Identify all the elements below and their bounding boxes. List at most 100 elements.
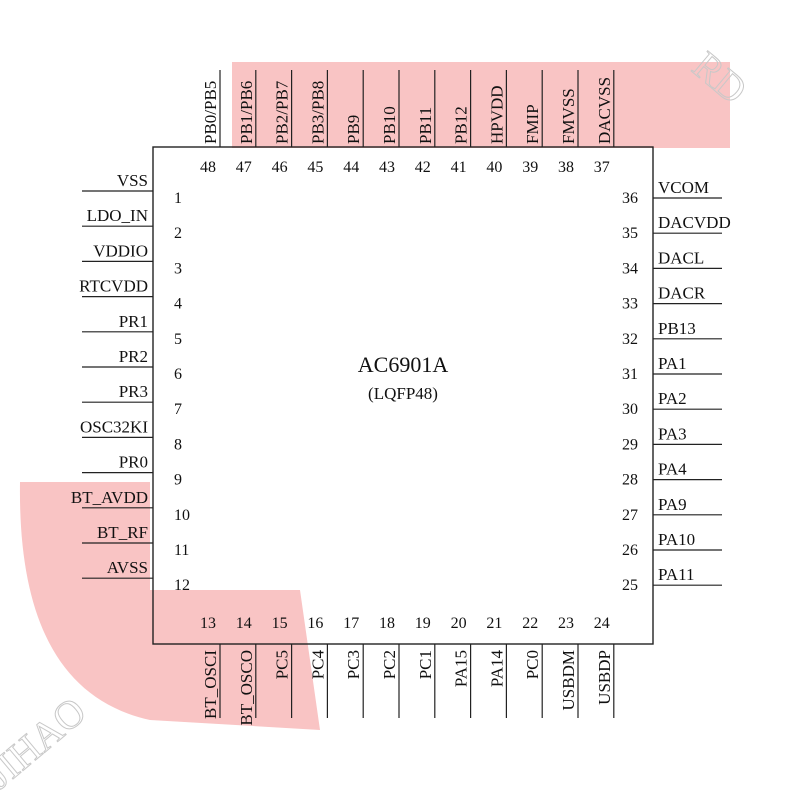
pin-number-28: 28 xyxy=(622,472,638,489)
pin-name-14: BT_OSCO xyxy=(237,650,256,726)
pin-number-6: 6 xyxy=(174,366,182,383)
pin-name-47: PB1/PB6 xyxy=(237,81,256,144)
pin-number-38: 38 xyxy=(558,159,574,176)
pin-number-47: 47 xyxy=(236,159,252,176)
pin-number-43: 43 xyxy=(379,159,395,176)
pin-number-14: 14 xyxy=(236,615,252,632)
pin-number-9: 9 xyxy=(174,472,182,489)
watermark-text-bottom: JIHAO xyxy=(0,688,94,797)
pin-name-40: HPVDD xyxy=(487,85,506,144)
pin-number-3: 3 xyxy=(174,260,182,277)
pin-number-1: 1 xyxy=(174,190,182,207)
pin-number-22: 22 xyxy=(522,615,538,632)
pins: VSS1LDO_IN2VDDIO3RTCVDD4PR15PR26PR37OSC3… xyxy=(71,70,731,726)
pin-name-48: PB0/PB5 xyxy=(201,81,220,144)
pin-name-27: PA9 xyxy=(658,495,687,514)
pin-number-11: 11 xyxy=(174,542,189,559)
pin-number-23: 23 xyxy=(558,615,574,632)
pin-name-42: PB11 xyxy=(416,107,435,144)
pin-number-12: 12 xyxy=(174,577,190,594)
pin-name-3: VDDIO xyxy=(93,241,148,260)
pin-name-10: BT_AVDD xyxy=(71,488,148,507)
pin-number-39: 39 xyxy=(522,159,538,176)
watermark-band-top xyxy=(232,62,730,148)
pin-number-18: 18 xyxy=(379,615,395,632)
pin-name-23: USBDM xyxy=(559,650,578,710)
pin-name-21: PA14 xyxy=(487,650,506,688)
pin-name-16: PC4 xyxy=(308,650,327,680)
pin-number-24: 24 xyxy=(594,615,610,632)
pin-name-4: RTCVDD xyxy=(79,277,148,296)
pin-name-22: PC0 xyxy=(523,650,542,679)
pin-name-24: USBDP xyxy=(595,650,614,705)
pin-number-48: 48 xyxy=(200,159,216,176)
pin-name-9: PR0 xyxy=(119,453,148,472)
pin-name-5: PR1 xyxy=(119,312,148,331)
pin-name-6: PR2 xyxy=(119,347,148,366)
pin-name-35: DACVDD xyxy=(658,213,731,232)
pin-name-32: PB13 xyxy=(658,319,696,338)
pin-number-13: 13 xyxy=(200,615,216,632)
pin-name-46: PB2/PB7 xyxy=(273,80,292,144)
pin-number-10: 10 xyxy=(174,507,190,524)
pin-number-35: 35 xyxy=(622,225,638,242)
pin-number-7: 7 xyxy=(174,401,182,418)
pin-name-18: PC2 xyxy=(380,650,399,679)
pin-name-34: DACL xyxy=(658,248,704,267)
pin-name-43: PB10 xyxy=(380,106,399,144)
pin-number-32: 32 xyxy=(622,331,638,348)
pin-name-1: VSS xyxy=(117,171,148,190)
chip-package: (LQFP48) xyxy=(368,384,438,403)
pin-name-28: PA4 xyxy=(658,460,687,479)
pin-name-25: PA11 xyxy=(658,565,695,584)
pin-name-2: LDO_IN xyxy=(87,206,148,225)
pin-number-21: 21 xyxy=(486,615,502,632)
pin-name-31: PA1 xyxy=(658,354,687,373)
pin-name-33: DACR xyxy=(658,284,706,303)
pin-name-20: PA15 xyxy=(452,650,471,687)
pin-number-37: 37 xyxy=(594,159,610,176)
pin-number-34: 34 xyxy=(622,260,638,277)
pin-name-41: PB12 xyxy=(452,106,471,144)
pin-number-27: 27 xyxy=(622,507,638,524)
pin-name-38: FMVSS xyxy=(559,88,578,144)
pin-name-17: PC3 xyxy=(344,650,363,679)
pin-name-36: VCOM xyxy=(658,178,709,197)
pin-name-26: PA10 xyxy=(658,530,695,549)
pin-number-41: 41 xyxy=(451,159,467,176)
pin-name-11: BT_RF xyxy=(97,523,148,542)
pin-number-30: 30 xyxy=(622,401,638,418)
pin-name-45: PB3/PB8 xyxy=(308,81,327,144)
pin-number-29: 29 xyxy=(622,436,638,453)
pin-number-33: 33 xyxy=(622,296,638,313)
pin-name-7: PR3 xyxy=(119,382,148,401)
pin-number-25: 25 xyxy=(622,577,638,594)
pin-number-42: 42 xyxy=(415,159,431,176)
pin-number-31: 31 xyxy=(622,366,638,383)
pin-name-29: PA3 xyxy=(658,424,687,443)
pin-number-19: 19 xyxy=(415,615,431,632)
chip-name: AC6901A xyxy=(358,352,449,377)
pin-number-16: 16 xyxy=(307,615,323,632)
pin-number-45: 45 xyxy=(307,159,323,176)
pin-name-19: PC1 xyxy=(416,650,435,679)
pin-name-12: AVSS xyxy=(107,558,148,577)
pin-number-44: 44 xyxy=(343,159,359,176)
watermark-swoosh xyxy=(19,482,320,730)
pin-number-5: 5 xyxy=(174,331,182,348)
pin-name-8: OSC32KI xyxy=(80,417,148,436)
pin-name-15: PC5 xyxy=(273,650,292,679)
pin-number-26: 26 xyxy=(622,542,638,559)
pin-name-39: FMIP xyxy=(523,104,542,144)
chip-body xyxy=(152,146,654,645)
pin-number-20: 20 xyxy=(451,615,467,632)
pin-number-36: 36 xyxy=(622,190,638,207)
pin-number-46: 46 xyxy=(272,159,288,176)
pin-name-13: BT_OSCI xyxy=(201,650,220,719)
pin-number-2: 2 xyxy=(174,225,182,242)
pin-number-17: 17 xyxy=(343,615,359,632)
pin-name-37: DACVSS xyxy=(595,77,614,144)
pin-number-15: 15 xyxy=(272,615,288,632)
pin-name-44: PB9 xyxy=(344,115,363,144)
